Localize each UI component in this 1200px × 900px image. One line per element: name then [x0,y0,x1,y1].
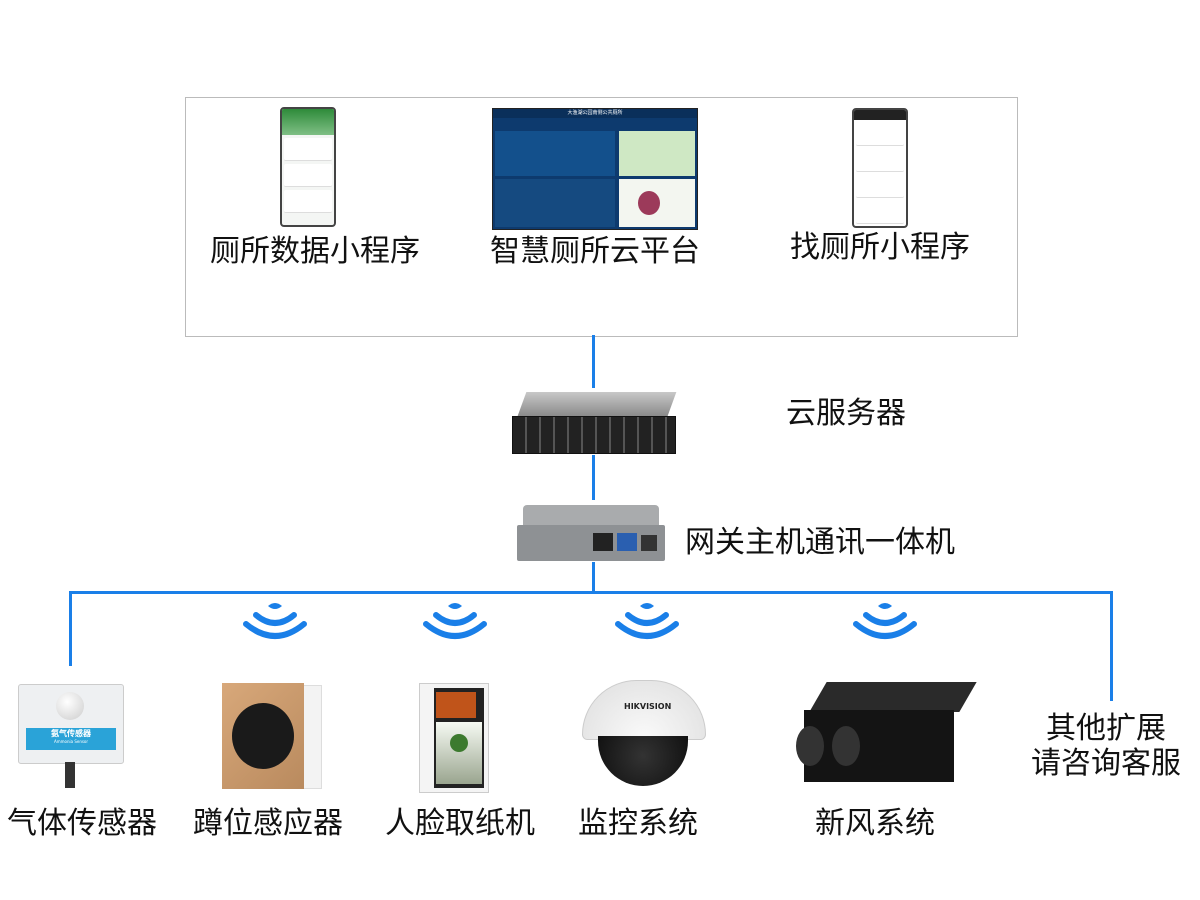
face-paper-dispenser-image [419,683,489,793]
dashboard-title: 大渔湖公园南侧公共厕所 [493,109,697,118]
other-extension-label: 其他扩展 [1046,711,1166,746]
sensor-device-text: 氨气传感器 [51,729,91,738]
wifi-icon [243,603,307,639]
connector-line [592,562,595,592]
dome-camera-image: HIKVISION [582,680,706,790]
squat-sensor-image [222,683,322,789]
sensor-device-subtext: Ammonia Sensor [53,739,89,744]
wifi-icon [423,603,487,639]
connector-line [592,455,595,500]
cloud-app-label: 厕所数据小程序 [210,234,420,269]
device-label: 新风系统 [815,806,935,841]
cloud-app-label: 智慧厕所云平台 [490,234,700,269]
wifi-icon [615,603,679,639]
camera-brand-text: HIKVISION [624,702,672,711]
find-toilet-miniprogram-screenshot [852,108,908,228]
contact-service-label: 请咨询客服 [1031,746,1181,781]
connector-line [592,335,595,388]
wifi-icon [853,603,917,639]
connector-line [1110,591,1113,701]
server-label: 云服务器 [786,396,906,431]
device-label: 蹲位感应器 [193,806,343,841]
toilet-data-miniprogram-screenshot [280,107,336,227]
fresh-air-unit-image [796,682,977,788]
cloud-app-label: 找厕所小程序 [790,230,970,265]
gateway-label: 网关主机通讯一体机 [685,525,955,560]
connector-line [69,591,72,666]
cloud-apps-box [185,97,1018,337]
gateway-image [517,505,665,562]
gas-sensor-image: 氨气传感器 Ammonia Sensor [18,684,124,790]
device-label: 气体传感器 [7,806,157,841]
bus-line [69,591,1113,594]
device-label: 监控系统 [578,806,698,841]
device-label: 人脸取纸机 [385,806,535,841]
cloud-server-image [512,392,677,454]
smart-toilet-dashboard-screenshot: 大渔湖公园南侧公共厕所 [492,108,698,230]
